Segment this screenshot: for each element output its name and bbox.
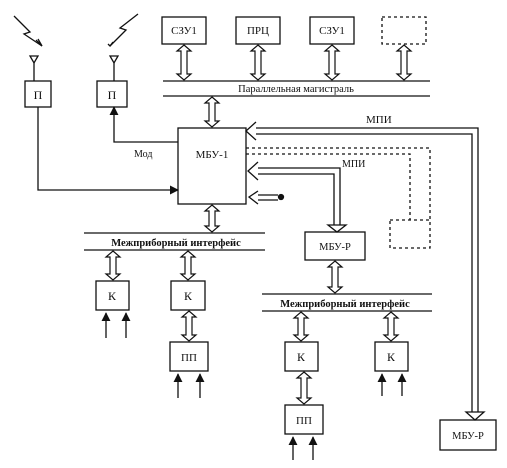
prc-label: ПРЦ: [247, 25, 269, 37]
antenna-icon: [108, 55, 120, 81]
pp2-label: ПП: [296, 415, 312, 427]
mpi-label: МПИ: [366, 114, 392, 126]
k1-label: К: [108, 289, 117, 303]
double-arrow-connectors: [104, 44, 413, 405]
interdevice-bus-2-label: Межприборный интерфейс: [280, 299, 410, 310]
k2-label: К: [184, 289, 193, 303]
link-p-left-mbu1: [37, 107, 179, 195]
mod-label: Мод: [134, 149, 152, 160]
memory-block-2: [309, 16, 355, 45]
mbu-r-block-middle: [304, 231, 366, 261]
double-arrow-connector: [203, 204, 221, 233]
controller-block-4: [374, 341, 409, 372]
double-arrow-connector: [292, 311, 310, 342]
radio-signal-icon: [107, 13, 139, 47]
interdevice-bus-1: [84, 232, 265, 251]
k4-label: К: [387, 350, 396, 364]
reserve-block-right: [389, 219, 431, 249]
sensor-block-1: [169, 341, 209, 372]
reserve-block-top: [381, 16, 427, 45]
double-arrow-connector: [203, 96, 221, 128]
mbu1-label: МБУ-1: [196, 149, 229, 161]
szu1-a-label: СЗУ1: [171, 25, 197, 37]
interdevice-bus-2: [262, 293, 432, 312]
mpi1-label: МПИ: [342, 159, 365, 170]
mbu1-block: [177, 127, 247, 205]
input-arrows: [101, 312, 407, 460]
double-arrow-connector: [179, 250, 197, 281]
double-arrow-connector: [249, 44, 267, 81]
double-arrow-connector: [326, 260, 344, 294]
pp1-label: ПП: [181, 352, 197, 364]
double-arrow-connector: [104, 250, 122, 281]
controller-block-1: [95, 280, 130, 311]
processor-block: [235, 16, 281, 45]
double-arrow-connector: [180, 310, 198, 342]
p-left-label: П: [34, 88, 43, 102]
double-arrow-connector: [395, 44, 413, 81]
double-arrow-connector: [323, 44, 341, 81]
mbu1-input-port: [247, 190, 285, 205]
szu1-b-label: СЗУ1: [319, 25, 345, 37]
controller-block-2: [170, 280, 206, 311]
double-arrow-connector: [295, 371, 313, 405]
double-arrow-connector: [175, 44, 193, 81]
mpi1-link: [247, 161, 348, 233]
radio-signal-icon: [13, 15, 43, 47]
parallel-bus: [163, 80, 430, 97]
link-p-mid-mbu1: [109, 106, 178, 143]
dashed-links: [246, 147, 431, 220]
p-mid-label: П: [108, 88, 117, 102]
mbu-r-middle-label: МБУ-Р: [319, 242, 351, 253]
interdevice-bus-1-label: Межприборный интерфейс: [111, 238, 241, 249]
sensor-block-2: [284, 404, 324, 435]
antenna-icon: [28, 55, 40, 81]
k3-label: К: [297, 350, 306, 364]
double-arrow-connector: [382, 311, 400, 342]
mbu-r-bottom-label: МБУ-Р: [452, 431, 484, 442]
controller-block-3: [284, 341, 319, 372]
memory-block-1: [161, 16, 207, 45]
parallel-bus-label: Параллельная магистраль: [238, 84, 354, 95]
mbu-r-block-bottom: [439, 419, 497, 451]
mpi-link: [245, 121, 486, 421]
